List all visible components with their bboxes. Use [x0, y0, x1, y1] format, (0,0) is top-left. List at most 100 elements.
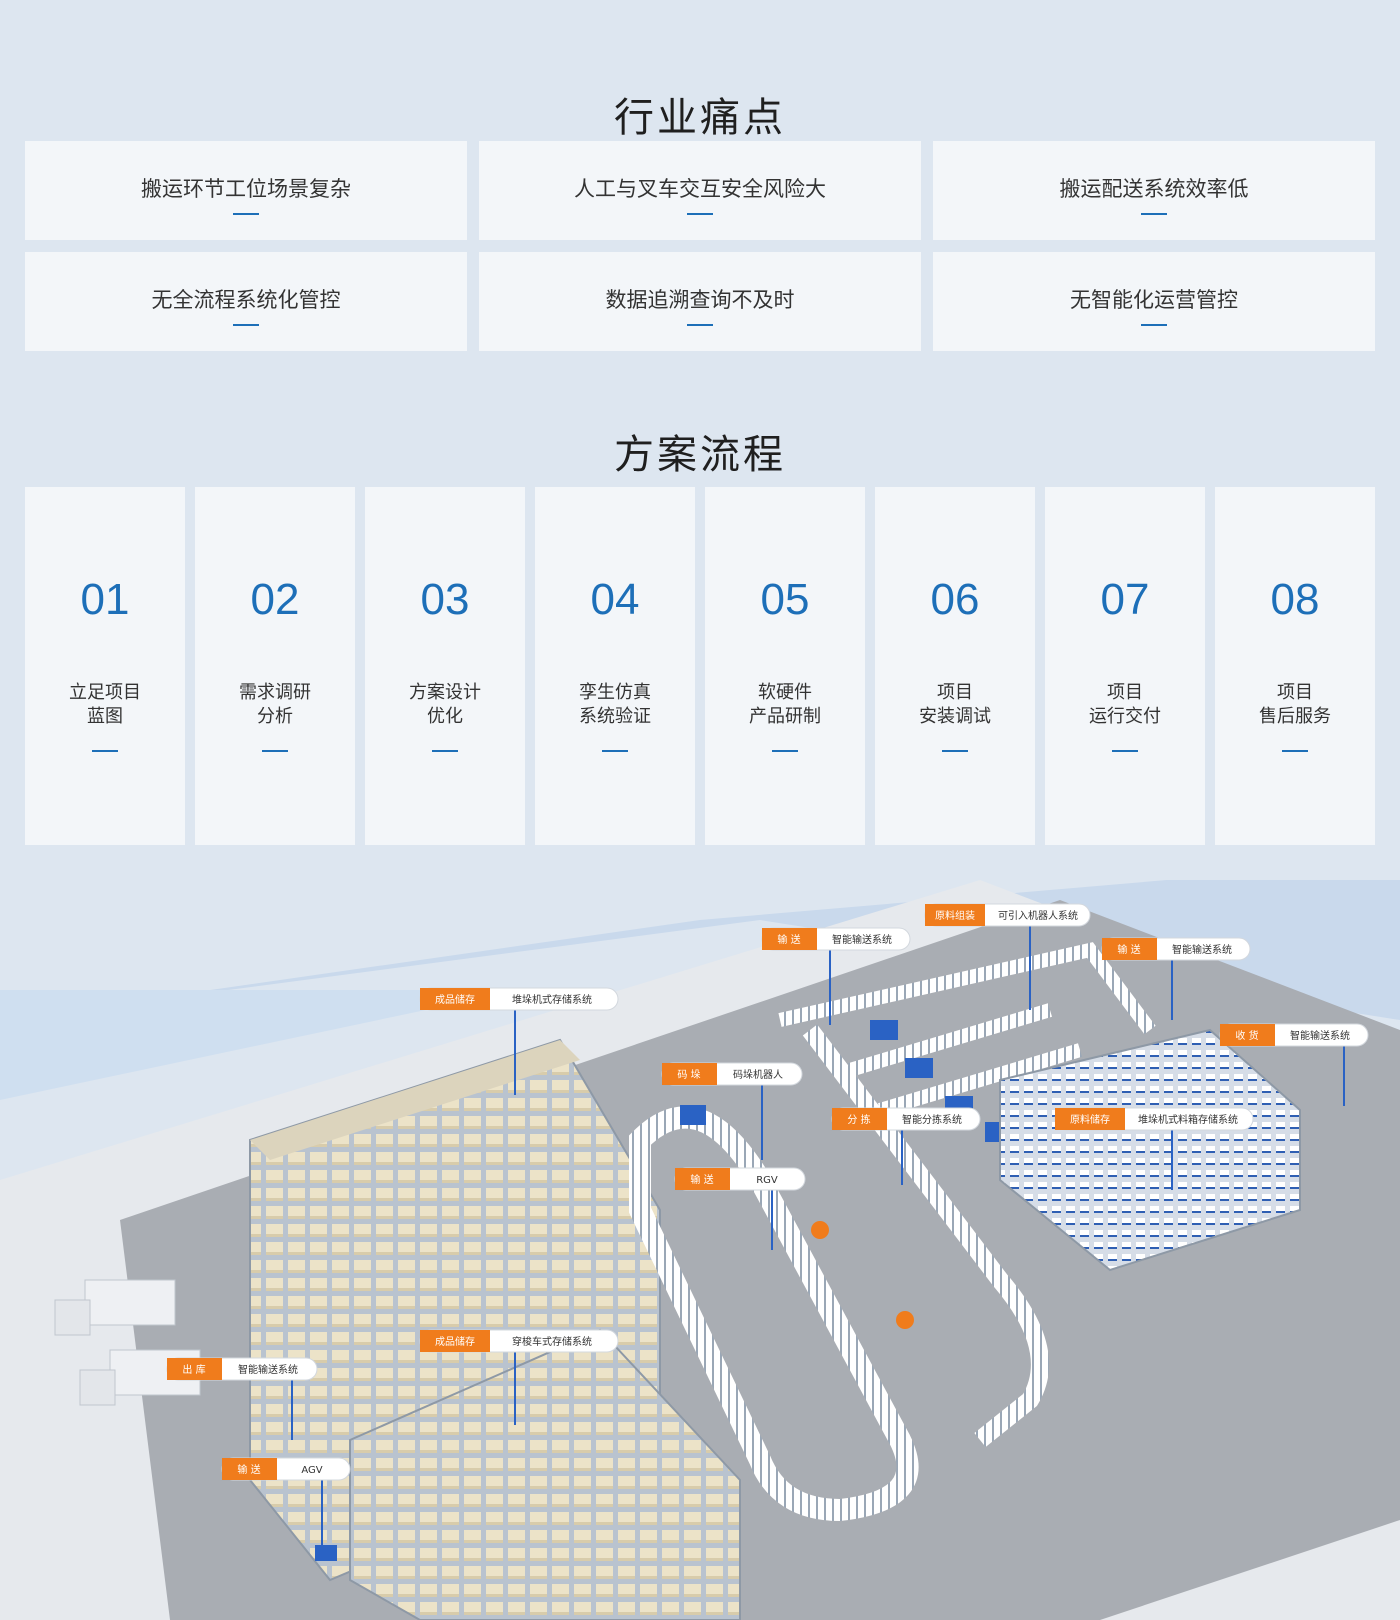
- pain-card: 搬运环节工位场景复杂: [25, 141, 467, 240]
- callout-text: 智能输送系统: [238, 1363, 298, 1376]
- step-number: 04: [590, 575, 640, 624]
- step-label: 项目售后服务: [1215, 681, 1375, 729]
- step-label: 需求调研分析: [195, 681, 355, 729]
- callout-text: 智能分拣系统: [902, 1113, 962, 1126]
- callout-tag: 出 库: [182, 1363, 205, 1376]
- callout-label: 原料组装 可引入机器人系统: [924, 903, 1091, 927]
- accent-dash: [262, 750, 288, 752]
- warehouse-illustration: 原料组装 可引入机器人系统 输 送 智能输送系统 输 送 智能输送系统 成品储存…: [0, 880, 1400, 1620]
- accent-dash: [1112, 750, 1138, 752]
- pain-text: 搬运配送系统效率低: [1059, 176, 1249, 201]
- step-label-line: 产品研制: [749, 706, 821, 727]
- pain-card: 人工与叉车交互安全风险大: [479, 141, 921, 240]
- callout-label: 成品储存 堆垛机式存储系统: [419, 987, 619, 1011]
- accent-dash: [432, 750, 458, 752]
- callout-label: 输 送 RGV: [674, 1167, 806, 1191]
- accent-dash: [772, 750, 798, 752]
- step-label: 方案设计优化: [365, 681, 525, 729]
- callout-text: RGV: [756, 1175, 778, 1186]
- callout-text: 堆垛机式料箱存储系统: [1138, 1113, 1238, 1126]
- step-label-line: 运行交付: [1089, 706, 1161, 727]
- pain-card: 无全流程系统化管控: [25, 252, 467, 351]
- step-number: 08: [1270, 575, 1320, 624]
- callout-label: 原料储存 堆垛机式料箱存储系统: [1054, 1107, 1254, 1131]
- step-number: 05: [760, 575, 810, 624]
- conveyor-line: [778, 942, 1156, 1035]
- callout-text: 码垛机器人: [733, 1068, 783, 1081]
- step-label-line: 方案设计: [409, 682, 481, 703]
- callout-tag: 输 送: [237, 1463, 260, 1476]
- accent-dash: [687, 324, 713, 326]
- accent-dash: [942, 750, 968, 752]
- pain-section-title: 行业痛点: [614, 94, 786, 141]
- callout-label: 输 送 智能输送系统: [1101, 937, 1251, 961]
- step-number: 06: [930, 575, 980, 624]
- pain-card: 无智能化运营管控: [933, 252, 1375, 351]
- machine-block: [680, 1105, 706, 1125]
- callout-tag: 码 垛: [677, 1069, 700, 1081]
- step-label-line: 优化: [427, 706, 463, 727]
- process-step-card: 04 孪生仿真系统验证: [535, 487, 695, 845]
- step-label-line: 分析: [257, 706, 293, 727]
- step-number: 07: [1100, 575, 1150, 624]
- callout-text: 可引入机器人系统: [998, 909, 1078, 922]
- machine-block: [905, 1058, 933, 1078]
- step-label-line: 安装调试: [919, 706, 991, 727]
- callout-label: 出 库 智能输送系统: [166, 1357, 318, 1381]
- accent-dash: [233, 213, 259, 215]
- accent-dash: [687, 213, 713, 215]
- pain-text: 无全流程系统化管控: [151, 287, 341, 312]
- step-label-line: 项目: [1277, 682, 1313, 703]
- robot-arm: [896, 1311, 914, 1329]
- step-label: 立足项目蓝图: [25, 681, 185, 729]
- callout-tag: 输 送: [690, 1173, 713, 1186]
- pain-text: 无智能化运营管控: [1070, 287, 1238, 312]
- callout-text: 智能输送系统: [1172, 943, 1232, 956]
- callout-text: 智能输送系统: [1290, 1029, 1350, 1042]
- step-label-line: 项目: [937, 682, 973, 703]
- step-label-line: 立足项目: [69, 682, 141, 703]
- robot-arm: [811, 1221, 829, 1239]
- accent-dash: [1282, 750, 1308, 752]
- pain-card: 数据追溯查询不及时: [479, 252, 921, 351]
- step-label: 项目运行交付: [1045, 681, 1205, 729]
- step-label-line: 软硬件: [758, 682, 812, 703]
- step-label-line: 蓝图: [87, 706, 123, 727]
- accent-dash: [1141, 213, 1167, 215]
- callout-tag: 输 送: [777, 933, 800, 946]
- callout-tag: 原料储存: [1070, 1113, 1110, 1126]
- pain-card: 搬运配送系统效率低: [933, 141, 1375, 240]
- callout-tag: 输 送: [1117, 943, 1140, 956]
- callout-label: 收 货 智能输送系统: [1219, 1023, 1369, 1047]
- callout-label: 码 垛 码垛机器人: [661, 1062, 803, 1086]
- truck-icon: [79, 1349, 201, 1406]
- truck-icon: [54, 1279, 176, 1336]
- callout-text: 智能输送系统: [832, 933, 892, 946]
- callout-text: 堆垛机式存储系统: [512, 993, 592, 1006]
- conveyor-line: [802, 1024, 1049, 1448]
- callout-text: 穿梭车式存储系统: [512, 1335, 592, 1348]
- step-label: 软硬件产品研制: [705, 681, 865, 729]
- callout-label: 输 送 AGV: [221, 1457, 351, 1481]
- pain-text: 人工与叉车交互安全风险大: [574, 176, 826, 201]
- callout-label: 分 拣 智能分拣系统: [831, 1107, 981, 1131]
- step-label-line: 系统验证: [579, 706, 651, 727]
- callout-tag: 成品储存: [435, 993, 475, 1006]
- pain-text: 数据追溯查询不及时: [605, 287, 795, 312]
- step-label-line: 孪生仿真: [579, 682, 651, 703]
- accent-dash: [233, 324, 259, 326]
- step-label-line: 售后服务: [1259, 706, 1331, 727]
- step-label-line: 项目: [1107, 682, 1143, 703]
- flow-section-title: 方案流程: [614, 431, 786, 478]
- agv-icon: [315, 1545, 337, 1561]
- step-label: 项目安装调试: [875, 681, 1035, 729]
- callout-tag: 成品储存: [435, 1335, 475, 1348]
- process-step-card: 05 软硬件产品研制: [705, 487, 865, 845]
- step-number: 01: [80, 575, 130, 624]
- callout-tag: 原料组装: [935, 909, 975, 922]
- accent-dash: [1141, 324, 1167, 326]
- process-step-card: 08 项目售后服务: [1215, 487, 1375, 845]
- callout-label: 输 送 智能输送系统: [761, 927, 911, 951]
